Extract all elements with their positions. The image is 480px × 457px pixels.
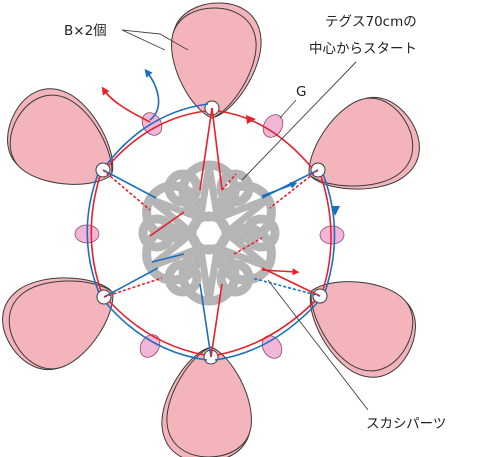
bead-g <box>262 114 284 138</box>
bead-b-front <box>171 7 257 119</box>
bead-b-front <box>308 97 414 187</box>
label-bead-g: G <box>296 84 306 100</box>
inner-blue-thread <box>261 169 319 199</box>
blue-ring-segment <box>214 301 319 361</box>
filigree-motif <box>138 160 280 306</box>
inner-red-thread <box>149 211 185 237</box>
blue-direction-arrow <box>331 206 340 216</box>
motif-arm <box>198 253 220 305</box>
motif-lobe-small <box>138 214 176 252</box>
blue-ring-segment <box>105 302 208 361</box>
inner-thread-paths <box>102 107 321 358</box>
bead-b-front <box>8 280 114 370</box>
motif-arm <box>221 234 272 271</box>
bead-b-petal <box>2 277 114 371</box>
label-start-line1: テグス70cmの <box>325 14 417 30</box>
bead-g-group <box>74 112 345 359</box>
inner-red-dashed <box>233 237 263 255</box>
leader-lines <box>121 29 369 411</box>
inner-blue-arrow <box>261 181 298 197</box>
bead-b-petal <box>309 281 416 378</box>
red-ring-segment <box>320 175 332 291</box>
label-motif: スカシパーツ <box>366 416 446 432</box>
bead-b-petal <box>161 346 252 457</box>
inner-blue-thread <box>102 169 157 199</box>
motif-arm <box>198 161 220 213</box>
bead-b-front <box>166 346 252 457</box>
leader-bead-b-2 <box>121 29 166 51</box>
inner-red-arrow <box>261 268 300 276</box>
bead-b-front <box>9 94 113 185</box>
motif-lobe-small <box>216 259 254 297</box>
bead-g <box>139 334 161 358</box>
leader-start <box>241 61 357 181</box>
motif-lobe-small <box>242 214 280 252</box>
red-ring-segment <box>90 175 102 292</box>
inner-blue-thread <box>251 277 321 297</box>
bead-g <box>319 225 345 245</box>
red-thread-ring <box>90 110 332 356</box>
inner-red-thread <box>102 169 151 211</box>
inner-red-thread <box>210 283 223 358</box>
bead-b-petal <box>171 2 262 119</box>
label-bead-b: B×2個 <box>64 23 107 39</box>
leader-bead-g <box>279 99 297 119</box>
red-ring-segment <box>216 300 316 356</box>
inner-red-thread <box>269 169 319 209</box>
inner-blue-thread <box>199 283 212 358</box>
bead-b-petal <box>308 96 420 190</box>
inner-blue-thread <box>103 267 159 298</box>
inner-red-thread <box>103 277 163 298</box>
red-ring-segment <box>107 110 207 167</box>
bead-b-petal <box>7 88 114 185</box>
bead-b-petals <box>2 2 420 457</box>
red-direction-arrow <box>246 115 256 124</box>
blue-ring-segment <box>322 173 336 293</box>
motif-lobe-small <box>164 169 202 207</box>
inner-blue-thread <box>151 253 185 263</box>
bead-b-front <box>310 281 414 372</box>
inner-red-thread <box>211 107 223 191</box>
blue-ring-segment <box>86 173 100 294</box>
red-ring-segment <box>217 110 313 169</box>
label-start-line2: 中心からスタート <box>309 41 417 57</box>
motif-arm <box>221 195 272 232</box>
blue-thread-ring <box>86 103 340 361</box>
leader-bead-b-1 <box>121 29 189 51</box>
inner-red-dashed <box>221 173 237 191</box>
bead-g <box>261 335 283 359</box>
motif-lobe-small <box>164 259 202 297</box>
blue-ring-segment <box>106 103 209 165</box>
inner-red-thread <box>199 107 213 191</box>
red-thread-start-arrow <box>101 86 151 123</box>
motif-center-ring <box>187 211 231 255</box>
inner-red-thread <box>261 267 321 297</box>
leader-motif <box>267 279 369 411</box>
red-ring-segment <box>108 300 206 356</box>
blue-thread-start-arrow <box>144 68 160 121</box>
